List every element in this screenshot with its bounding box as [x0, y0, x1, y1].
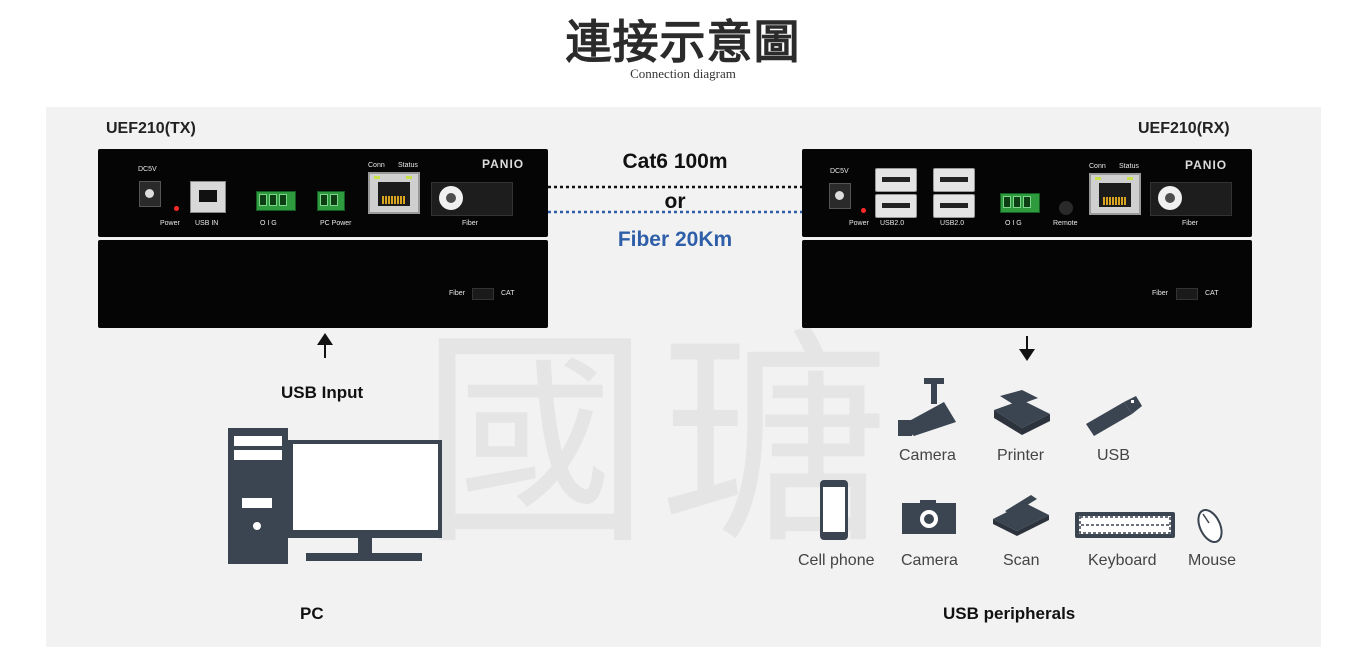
tx-pc-power-label: PC Power	[320, 220, 352, 227]
rx-fiber-label: Fiber	[1182, 220, 1198, 227]
tx-usb-in-label: USB IN	[195, 220, 219, 227]
tx-status-led	[406, 176, 412, 179]
peripheral-label: Printer	[997, 447, 1045, 464]
tx-power-label: Power	[160, 220, 180, 227]
rx-conn-led	[1095, 177, 1101, 180]
tx-fiber-label: Fiber	[462, 220, 478, 227]
rx-dc-label: DC5V	[830, 168, 849, 175]
link-lines	[548, 185, 802, 214]
page-subtitle: Connection diagram	[630, 66, 736, 81]
rx-power-label: Power	[849, 220, 869, 227]
tx-brand-logo: PANIO	[482, 157, 525, 171]
rx-remote-label: Remote	[1053, 220, 1078, 227]
tx-dc-label: DC5V	[138, 166, 157, 173]
security-camera-icon	[898, 378, 956, 436]
rx-usb1-label: USB2.0	[880, 220, 905, 227]
rx-usb-a-port	[933, 168, 975, 192]
page-title: 連接示意圖	[565, 15, 801, 69]
tx-switch-fiber-label: Fiber	[449, 290, 465, 297]
printer-icon	[994, 390, 1050, 435]
peripheral-label: Camera	[901, 552, 958, 569]
rx-power-led	[861, 208, 866, 213]
pc-icon	[228, 428, 442, 564]
usb-input-arrow	[324, 344, 326, 358]
link-cat-label: Cat6 100m	[622, 150, 728, 173]
rx-rj45-port	[1089, 173, 1141, 215]
tx-conn-label: Conn	[368, 162, 385, 169]
tx-back-panel	[98, 240, 548, 328]
tx-oig-label: O I G	[260, 220, 277, 227]
link-or-label: or	[664, 190, 686, 213]
tx-pc-power-terminal	[317, 191, 345, 211]
rx-usb-a-port	[933, 194, 975, 218]
tx-rj45-port	[368, 172, 420, 214]
photo-camera-icon	[902, 500, 956, 534]
rx-back-panel	[802, 240, 1252, 328]
tx-oig-terminal	[256, 191, 296, 211]
usb-input-arrow-head	[317, 333, 333, 345]
usb-peripherals-label: USB peripherals	[943, 604, 1076, 623]
tx-switch-cat-label: CAT	[501, 290, 515, 297]
cell-phone-icon	[820, 480, 848, 540]
rx-brand-logo: PANIO	[1185, 158, 1228, 172]
peripheral-label: Cell phone	[798, 552, 875, 569]
peripheral-label: Mouse	[1188, 552, 1237, 569]
link-fiber-label: Fiber 20Km	[617, 228, 733, 251]
rx-device-label: UEF210(RX)	[1138, 120, 1230, 137]
rx-dc-jack	[829, 183, 851, 209]
peripheral-label: USB	[1097, 447, 1130, 464]
tx-fiber-port	[439, 186, 463, 210]
rx-oig-terminal	[1000, 193, 1040, 213]
pc-label: PC	[300, 604, 324, 623]
rx-usb2-label: USB2.0	[940, 220, 965, 227]
tx-power-led	[174, 206, 179, 211]
peripheral-label: Keyboard	[1088, 552, 1157, 569]
rx-oig-label: O I G	[1005, 220, 1022, 227]
rx-usb-a-port	[875, 168, 917, 192]
rx-status-led	[1127, 177, 1133, 180]
rx-switch-fiber-label: Fiber	[1152, 290, 1168, 297]
rx-remote-button	[1059, 201, 1073, 215]
usb-output-arrow-head	[1019, 349, 1035, 361]
tx-status-label: Status	[398, 162, 418, 169]
tx-mode-switch	[472, 288, 494, 300]
rx-mode-switch	[1176, 288, 1198, 300]
peripheral-label: Scan	[1003, 552, 1040, 569]
usb-stick-icon	[1086, 396, 1142, 436]
usb-output-arrow	[1026, 336, 1028, 350]
tx-dc-jack	[139, 181, 161, 207]
peripheral-label: Camera	[899, 447, 956, 464]
scanner-icon	[993, 495, 1049, 536]
mouse-icon	[1197, 509, 1223, 543]
usb-input-label: USB Input	[281, 383, 364, 402]
tx-device-label: UEF210(TX)	[106, 120, 196, 137]
rx-status-label: Status	[1119, 163, 1139, 170]
rx-fiber-port	[1158, 186, 1182, 210]
rx-conn-label: Conn	[1089, 163, 1106, 170]
keyboard-icon	[1075, 512, 1175, 538]
tx-conn-led	[374, 176, 380, 179]
tx-usb-b-port	[190, 181, 226, 213]
rx-usb-a-port	[875, 194, 917, 218]
rx-switch-cat-label: CAT	[1205, 290, 1219, 297]
